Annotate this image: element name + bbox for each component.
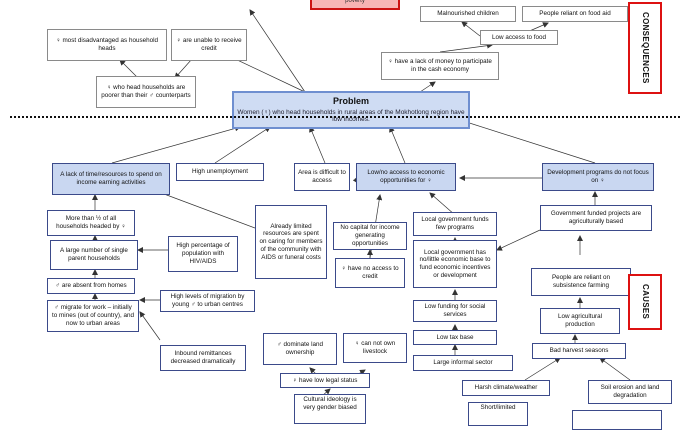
informal-sector-box: Large informal sector [413,355,513,371]
poorer-than-men-box: ♀ who head households are poorer than th… [96,76,196,108]
bad-harvest-box: Bad harvest seasons [532,343,626,359]
problem-text: Women (♀) who head households in rural a… [237,108,465,124]
already-limited-box: Already limited resources are spent on c… [255,205,327,279]
low-access-econ-box: Low/no access to economic opportunities … [356,163,456,191]
high-migration-box: High levels of migration by young ♂ to u… [160,290,255,312]
local-gov-funds-box: Local government funds few programs [413,212,497,236]
low-agricultural-box: Low agricultural production [540,308,620,334]
cultural-ideology-box: Cultural ideology is very gender biased [294,394,366,424]
most-disadvantaged-box: ♀ most disadvantaged as household heads [47,29,167,61]
more-than-half-box: More than ½ of all households headed by … [47,210,135,236]
problem-title: Problem [332,95,369,106]
subsistence-farming-box: People are reliant on subsistence farmin… [531,268,631,296]
consequences-label: CONSEQUENCES [628,2,662,94]
lack-time-box: A lack of time/resources to spend on inc… [52,163,170,195]
partial-box-bottom [572,410,662,430]
unable-credit-box: ♀ are unable to receive credit [171,29,247,61]
low-access-food-box: Low access to food [480,30,558,45]
no-capital-box: No capital for income generating opportu… [333,222,407,250]
lack-money-box: ♀ have a lack of money to participate in… [381,52,499,80]
short-limited-box: Short/limited [468,402,528,426]
development-programs-box: Development programs do not focus on ♀ [542,163,654,191]
poverty-box: poverty [310,0,400,10]
men-dominate-land-box: ♂ dominate land ownership [263,333,337,365]
women-livestock-box: ♀ can not own livestock [343,333,407,363]
malnourished-children-box: Malnourished children [420,6,516,22]
low-tax-base-box: Low tax base [413,330,497,345]
low-legal-status-box: ♀ have low legal status [280,373,370,388]
no-credit-box: ♀ have no access to credit [335,258,405,288]
inbound-remittances-box: Inbound remittances decreased dramatical… [160,345,246,371]
low-social-funding-box: Low funding for social services [413,300,497,322]
problem-box: Problem Women (♀) who head households in… [232,91,470,129]
causes-label: CAUSES [628,274,662,330]
reliant-food-aid-box: People reliant on food aid [522,6,628,22]
men-migrate-box: ♂ migrate for work – initially to mines … [47,300,139,332]
dotted-divider [10,116,680,118]
single-parent-box: A large number of single parent househol… [50,240,138,270]
harsh-climate-box: Harsh climate/weather [462,380,550,396]
local-gov-base-box: Local government has no/little economic … [413,240,497,288]
men-absent-box: ♂ are absent from homes [47,278,135,294]
hiv-aids-box: High percentage of population with HIV/A… [168,236,238,272]
soil-erosion-box: Soil erosion and land degradation [588,380,672,404]
area-difficult-box: Area is difficult to access [294,163,350,191]
high-unemployment-box: High unemployment [176,163,264,181]
gov-funded-projects-box: Government funded projects are agricultu… [540,205,652,231]
